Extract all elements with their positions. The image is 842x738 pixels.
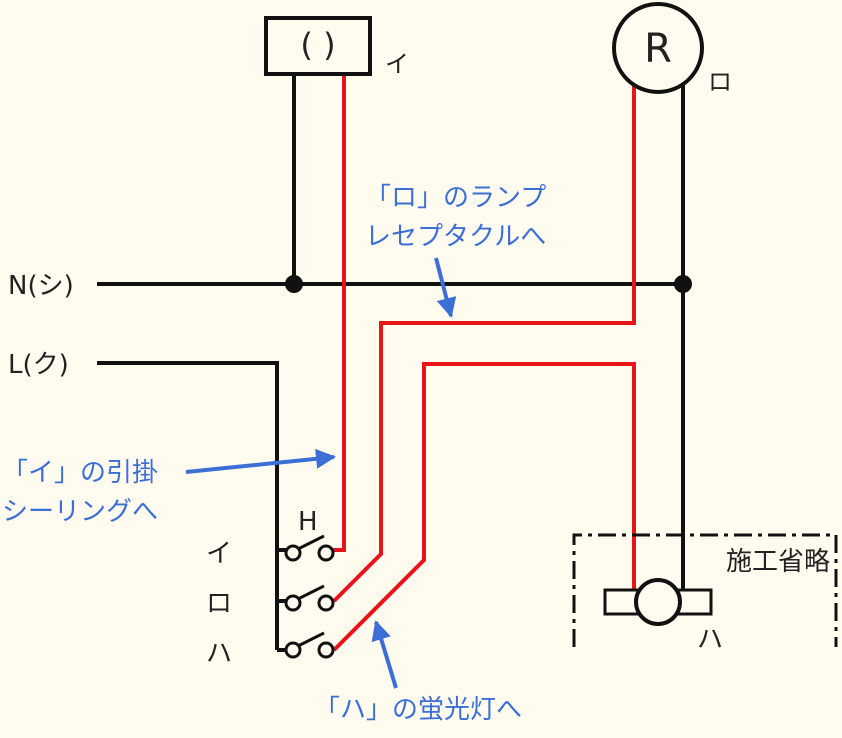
annotation-ro-line1: 「ロ」のランプ [365,183,546,213]
fluorescent-lamp-symbol [603,578,713,626]
switch-group: H イ ロ ハ [206,507,335,669]
neutral-junction-left [285,275,303,293]
switch-ro-label: ロ [206,589,232,619]
fluorescent-tag: ハ [697,625,723,655]
switch-i-terminal-left [284,544,302,562]
lamp-receptacle-symbol [612,2,704,94]
ceiling-rosette-text: ( ) [300,26,335,64]
black-wires [97,74,685,652]
switch-ha-terminal-right [317,641,335,659]
switch-ro [284,584,335,612]
annotation-i-arrow [185,448,336,474]
omitted-area-border [572,533,838,647]
switch-i-terminal-right [317,544,335,562]
omitted-area-label: 施工省略 [726,547,830,577]
switch-i-label: イ [206,539,232,569]
live-label: L(ク) [8,350,69,380]
lamp-receptacle-text: R [644,26,672,72]
switch-ha-to-fluorescent [332,362,636,652]
switch-ro-terminal-right [317,594,335,612]
switch-i-lever [297,534,325,551]
annotation-ro-arrow [434,257,457,318]
neutral-label: N(シ) [8,271,74,301]
switch-ha-terminal-left [284,641,302,659]
switch-ha-label: ハ [206,639,232,669]
ceiling-rosette-symbol [264,16,372,76]
fluorescent-lamp-circle [634,578,682,626]
switch-ha-lever [297,631,325,648]
annotation-ro-line2: レセプタクルへ [365,222,546,252]
lamp-tag: ロ [708,68,732,96]
red-wires [332,74,636,652]
switch-ro-terminal-left [284,594,302,612]
switch-h-label: H [298,507,318,537]
annotation-ha-arrow [371,620,398,689]
neutral-junction-right [674,275,692,293]
switch-i [284,534,335,562]
switch-ha [284,631,335,659]
switch-ro-lever [297,584,325,601]
annotation-ha: 「ハ」の蛍光灯へ [314,695,522,725]
live-wire [97,361,279,650]
annotation-i-line2: シーリングへ [2,497,158,527]
switch-ro-to-lamp [332,85,636,603]
ceiling-tag: イ [385,50,409,78]
annotation-i-line1: 「イ」の引掛 [2,458,158,488]
switch-i-to-ceiling [333,74,346,552]
